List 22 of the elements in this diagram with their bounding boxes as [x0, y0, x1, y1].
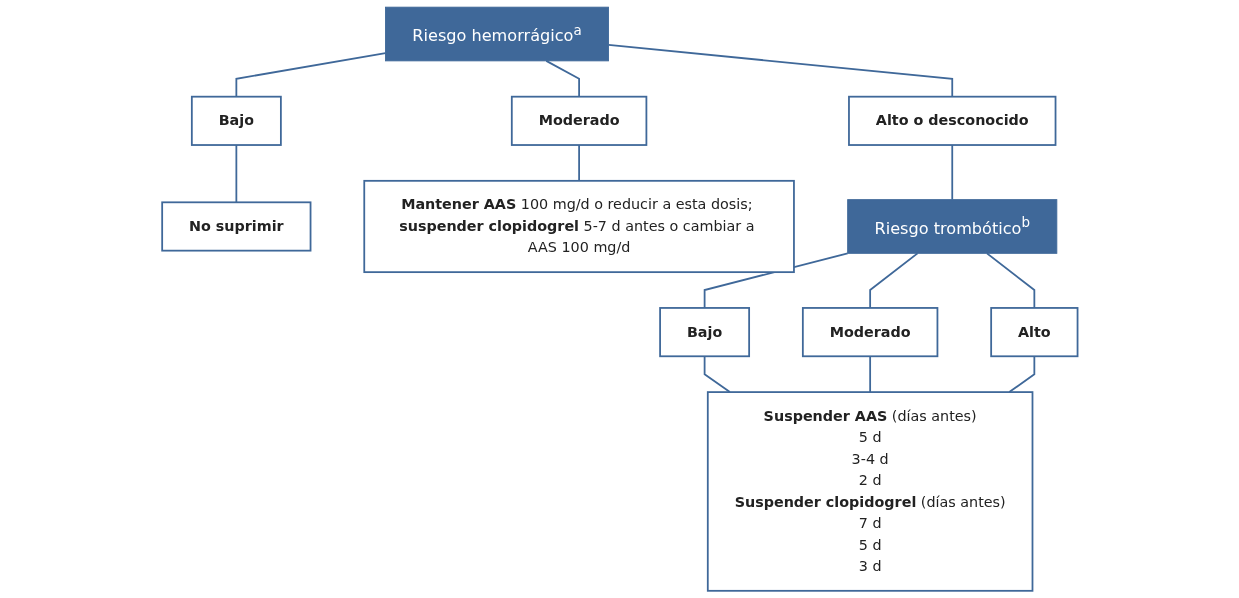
connector: [868, 355, 871, 393]
node-box: Riesgo hemorrágico$^{a}$: [384, 6, 609, 62]
node-box: Moderado: [510, 95, 647, 146]
connector: [1008, 355, 1035, 393]
connector: [235, 144, 237, 204]
node-box: Moderado: [801, 307, 938, 358]
node-box: Alto: [989, 307, 1079, 358]
node-box: No suprimir: [160, 201, 312, 252]
connector: [985, 252, 1035, 309]
node-box: Mantener AAS 100 mg/d o reducir a esta dosis; suspender clopidogrel 5-7 d antes o cambiar a AAS 100 mg/d: [363, 179, 795, 274]
connector: [951, 144, 953, 201]
node-box: Alto o desconocido: [847, 95, 1057, 146]
node-box: Riesgo trombótico$^{b}$: [846, 199, 1057, 254]
node-box: Suspender AAS (días antes) 5 d 3-4 d 2 d Suspender clopidogrel (días antes) 7 d 5 d 3 d: [706, 391, 1034, 592]
connector: [545, 59, 580, 98]
connector: [607, 44, 953, 98]
connector: [868, 252, 919, 309]
connector: [703, 355, 731, 393]
connector: [577, 144, 580, 182]
node-box: Bajo: [658, 307, 750, 358]
connector: [235, 52, 386, 98]
node-box: Bajo: [190, 95, 282, 146]
